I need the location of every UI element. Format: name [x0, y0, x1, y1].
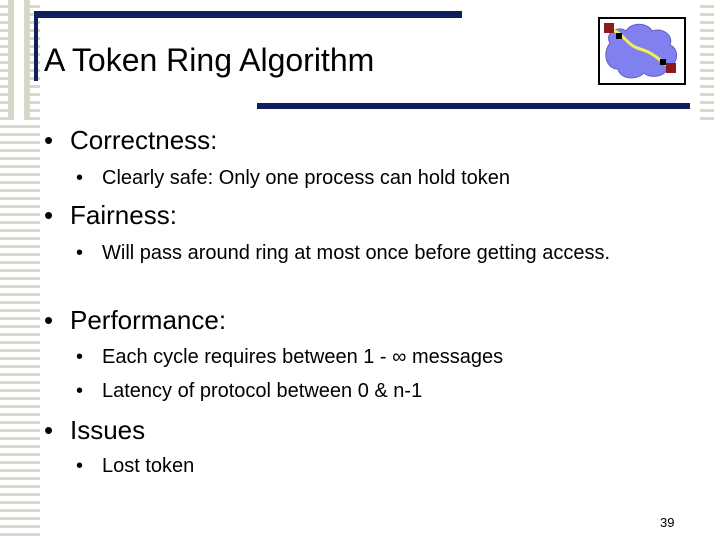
sub-bullet-issues-1: • Lost token	[76, 452, 676, 480]
bullet-label: Fairness:	[70, 200, 177, 230]
sub-bullet-text: Latency of protocol between 0 & n-1	[102, 380, 423, 402]
bullet-glyph: •	[44, 305, 54, 335]
bullet-fairness: • Fairness:	[44, 199, 177, 231]
title-vertical-accent-bar	[34, 11, 38, 81]
top-accent-bar	[34, 11, 462, 18]
network-cloud-icon	[598, 17, 686, 85]
bullet-label: Issues	[70, 415, 146, 445]
right-decorative-ladder	[700, 0, 714, 120]
page-number: 39	[660, 515, 675, 530]
sub-bullet-correctness-1: • Clearly safe: Only one process can hold…	[76, 164, 676, 192]
bullet-glyph: •	[44, 415, 54, 445]
bullet-glyph: •	[76, 242, 84, 264]
sub-bullet-text: Lost token	[102, 455, 195, 477]
sub-bullet-text: Each cycle requires between 1 - ∞ messag…	[102, 346, 504, 368]
bullet-label: Performance:	[70, 305, 227, 335]
bullet-glyph: •	[44, 200, 54, 230]
bullet-glyph: •	[76, 346, 84, 368]
sub-bullet-fairness-1: • Will pass around ring at most once befo…	[76, 239, 662, 267]
title-underline-bar	[257, 103, 690, 109]
bullet-correctness: • Correctness:	[44, 124, 217, 156]
bullet-issues: • Issues	[44, 414, 145, 446]
bullet-glyph: •	[76, 380, 84, 402]
bullet-glyph: •	[76, 167, 84, 189]
sub-bullet-text: Will pass around ring at most once befor…	[102, 242, 611, 264]
bullet-label: Correctness:	[70, 125, 218, 155]
bullet-glyph: •	[76, 455, 84, 477]
slide-title: A Token Ring Algorithm	[44, 42, 375, 78]
bullet-glyph: •	[44, 125, 54, 155]
sub-bullet-text: Clearly safe: Only one process can hold …	[102, 167, 510, 189]
sub-bullet-performance-1: • Each cycle requires between 1 - ∞ messa…	[76, 343, 676, 371]
sub-bullet-performance-2: • Latency of protocol between 0 & n-1	[76, 377, 676, 405]
left-decorative-post	[8, 0, 30, 120]
bullet-performance: • Performance:	[44, 304, 226, 336]
